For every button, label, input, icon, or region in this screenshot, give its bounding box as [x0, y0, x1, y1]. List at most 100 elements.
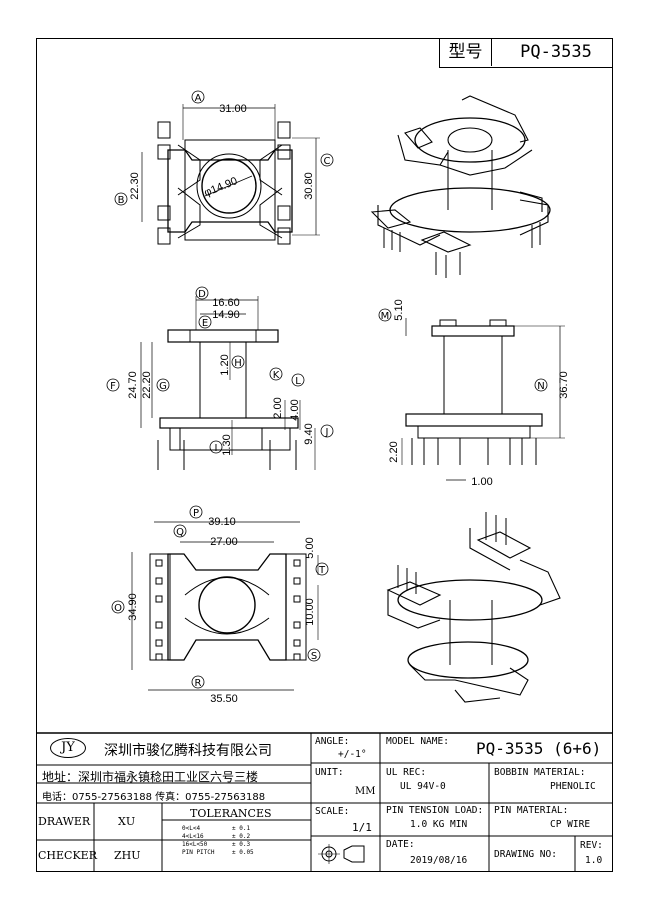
- dim-M-value: 5.10: [393, 299, 405, 320]
- angle-value: +/-1°: [338, 749, 367, 760]
- drawing-frame: [36, 38, 613, 872]
- rev-value: 1.0: [585, 855, 603, 866]
- svg-text:E: E: [202, 318, 208, 329]
- dim-label-Q: Q: [173, 524, 187, 538]
- scale-label: SCALE:: [315, 806, 350, 817]
- svg-text:L: L: [295, 376, 301, 387]
- bobbin-material-value: PHENOLIC: [550, 781, 596, 792]
- dim-hole-value: φ14.90: [203, 175, 240, 199]
- checker-label: CHECKER: [38, 849, 97, 862]
- pin-material-label: PIN MATERIAL:: [494, 805, 569, 816]
- svg-text:H: H: [234, 358, 242, 369]
- pin-tension-value: 1.0 KG MIN: [410, 819, 468, 830]
- dim-label-J: J: [320, 424, 334, 438]
- dim-D-value: 16.60: [212, 297, 240, 309]
- svg-text:C: C: [324, 156, 331, 167]
- dim-F-value: 24.70: [127, 371, 139, 399]
- drawing-no-label: DRAWING NO:: [494, 849, 557, 860]
- unit-value: MM: [355, 786, 376, 797]
- tolerances-table: 0<L<4± 0.1 4<L<16± 0.2 16<L<50± 0.3 PIN …: [182, 825, 254, 857]
- rev-label: REV:: [580, 840, 603, 851]
- dim-O-value: 34.90: [127, 593, 139, 621]
- dim-pin-diameter-value: 1.00: [471, 476, 492, 488]
- ul-rec-value: UL 94V-0: [400, 781, 446, 792]
- svg-text:N: N: [537, 381, 544, 392]
- svg-text:F: F: [110, 381, 116, 392]
- tolerances-label: TOLERANCES: [190, 807, 272, 820]
- dim-label-I: I: [209, 440, 223, 454]
- dim-T-value: 5.00: [304, 537, 316, 558]
- dim-label-M: M: [378, 308, 392, 322]
- title-block-lines: [36, 732, 613, 872]
- top-view: [141, 104, 320, 245]
- company-logo: JY: [50, 738, 86, 758]
- dim-N-value: 36.70: [558, 371, 570, 399]
- dim-label-F: F: [106, 378, 120, 392]
- dim-label-D: D: [195, 286, 209, 300]
- dim-C-value: 30.80: [303, 172, 315, 200]
- unit-label: UNIT:: [315, 767, 344, 778]
- svg-text:I: I: [215, 443, 218, 454]
- tolerance-row: PIN PITCH± 0.05: [182, 849, 254, 856]
- ul-rec-label: UL REC:: [386, 767, 427, 778]
- type-label: 型号: [440, 38, 492, 66]
- svg-text:G: G: [159, 381, 167, 392]
- angle-label: ANGLE:: [315, 736, 350, 747]
- dim-label-N: N: [534, 378, 548, 392]
- date-label: DATE:: [386, 839, 415, 850]
- svg-text:D: D: [198, 289, 206, 300]
- isometric-view-bottom: [386, 512, 561, 703]
- dim-label-A: A: [191, 90, 205, 104]
- tolerance-row: 0<L<4± 0.1: [182, 825, 251, 832]
- dim-label-H: H: [231, 355, 245, 369]
- dim-label-O: O: [111, 600, 125, 614]
- model-name-label: MODEL NAME:: [386, 736, 449, 747]
- dim-label-B: B: [114, 192, 128, 206]
- pin-tension-label: PIN TENSION LOAD:: [386, 805, 484, 816]
- svg-text:P: P: [193, 508, 199, 519]
- scale-value: 1/1: [352, 821, 372, 834]
- dim-label-C: C: [320, 153, 334, 167]
- dim-label-E: E: [198, 315, 212, 329]
- dim-E-value: 14.90: [212, 309, 240, 321]
- dim-K-value: 2.00: [272, 397, 284, 418]
- date-value: 2019/08/16: [410, 855, 468, 866]
- svg-text:A: A: [195, 93, 202, 104]
- checker-value: ZHU: [114, 849, 141, 862]
- dim-G-value: 22.20: [141, 371, 153, 399]
- drawer-label: DRAWER: [38, 815, 91, 828]
- model-name-value: PQ-3535 (6+6): [476, 739, 602, 758]
- dim-label-S: S: [307, 648, 321, 662]
- dim-label-T: T: [315, 562, 329, 576]
- svg-text:S: S: [311, 651, 317, 662]
- svg-text:O: O: [114, 603, 122, 614]
- svg-text:K: K: [273, 370, 280, 381]
- dim-J-value: 9.40: [303, 423, 315, 444]
- bottom-view: [131, 521, 319, 691]
- dim-label-G: G: [156, 378, 170, 392]
- dim-pin-length-value: 2.20: [388, 441, 400, 462]
- dim-label-K: K: [269, 367, 283, 381]
- svg-text:R: R: [195, 678, 202, 689]
- dim-B-value: 22.30: [129, 172, 141, 200]
- dim-L-value: 4.00: [289, 399, 301, 420]
- pin-material-value: CP WIRE: [550, 819, 591, 830]
- dim-I-value: 1.30: [221, 434, 233, 455]
- svg-text:B: B: [118, 195, 125, 206]
- isometric-view-top: [370, 95, 551, 278]
- dim-Q-value: 27.00: [210, 536, 238, 548]
- company-name: 深圳市骏亿腾科技有限公司: [104, 743, 272, 759]
- dim-A-value: 31.00: [219, 103, 247, 115]
- type-box: 型号 PQ-3535: [439, 38, 613, 68]
- projection-symbol: [318, 844, 365, 864]
- side-view: [140, 296, 316, 470]
- front-view: [401, 318, 565, 481]
- dim-R-value: 35.50: [210, 693, 238, 705]
- dim-label-R: R: [191, 675, 205, 689]
- drawer-value: XU: [118, 815, 136, 828]
- tolerance-row: 16<L<50± 0.3: [182, 841, 251, 848]
- svg-text:T: T: [318, 565, 326, 576]
- bobbin-material-label: BOBBIN MATERIAL:: [494, 767, 586, 778]
